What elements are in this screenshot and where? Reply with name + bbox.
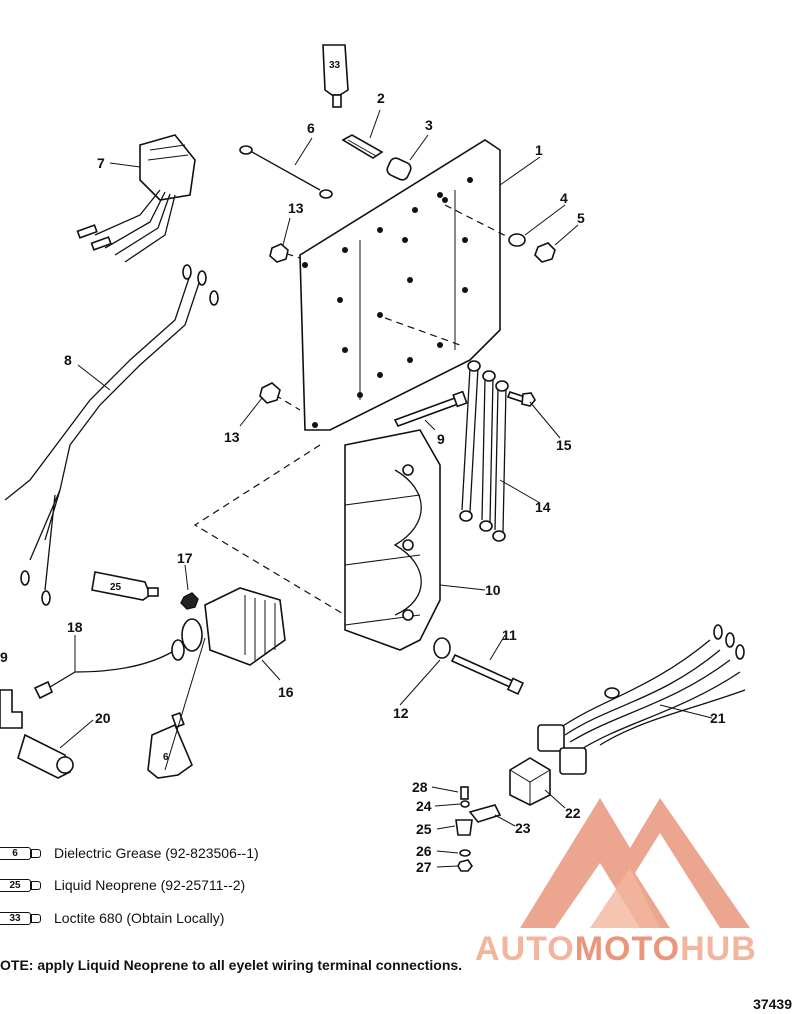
- callout-23: 23: [515, 820, 531, 836]
- callout-14: 14: [535, 499, 551, 515]
- ignition-coil: [171, 587, 286, 666]
- loctite-tube: 33: [322, 44, 349, 108]
- callout-13-upper: 13: [288, 200, 304, 216]
- wordmark-auto: AUTO: [475, 930, 575, 968]
- callout-26: 26: [416, 843, 432, 859]
- svg-text:33: 33: [329, 60, 341, 71]
- tube-icon: 6: [0, 846, 44, 860]
- callout-1: 1: [535, 142, 543, 158]
- callout-3: 3: [425, 117, 433, 133]
- washer-26: [459, 849, 471, 857]
- rectifier: [76, 134, 196, 263]
- harness-21: [537, 624, 746, 775]
- callout-4: 4: [560, 190, 568, 206]
- bolt-11: [450, 653, 525, 696]
- callout-7: 7: [97, 155, 105, 171]
- callout-9: 9: [437, 431, 445, 447]
- callout-20: 20: [95, 710, 111, 726]
- exploded-parts-diagram: 33: [0, 44, 746, 875]
- grease-tube: 6: [147, 711, 193, 779]
- sender: [17, 733, 74, 779]
- svg-text:25: 25: [110, 582, 122, 593]
- callout-17: 17: [177, 550, 193, 566]
- callout-22: 22: [565, 805, 581, 821]
- callout-8: 8: [64, 352, 72, 368]
- nut-13-upper: [269, 243, 289, 263]
- figure-number: 37439: [753, 996, 792, 1012]
- callout-16: 16: [278, 684, 294, 700]
- nut-17: [180, 592, 199, 610]
- legend-item-dielectric-grease: 6 Dielectric Grease (92-823506--1): [0, 845, 259, 861]
- callout-12: 12: [393, 705, 409, 721]
- automotohub-wordmark: AUTOMOTOHUB: [475, 930, 757, 969]
- ground-straps: [459, 360, 509, 542]
- callout-labels: 1 2 3 4 5 6 7 8 9 10 11 12 13 13 14 15 1…: [0, 90, 726, 875]
- screw-15: [506, 391, 536, 407]
- ground-strap: [239, 145, 333, 199]
- legend-text: Dielectric Grease (92-823506--1): [54, 845, 259, 861]
- callout-24: 24: [416, 798, 432, 814]
- callout-21: 21: [710, 710, 726, 726]
- tube-icon: 33: [0, 911, 44, 925]
- plug-9: [0, 689, 23, 729]
- bolt-9: [393, 390, 468, 427]
- neoprene-tube: 25: [91, 571, 159, 601]
- nut: [534, 242, 556, 263]
- callout-27: 27: [416, 859, 432, 875]
- callout-25: 25: [416, 821, 432, 837]
- mounting-plate: [299, 139, 501, 431]
- wordmark-moto: MOTO: [574, 930, 681, 968]
- callout-6: 6: [307, 120, 315, 136]
- legend-text: Loctite 680 (Obtain Locally): [54, 910, 225, 926]
- callout-28: 28: [412, 779, 428, 795]
- screw-28: [460, 786, 469, 800]
- callout-10: 10: [485, 582, 501, 598]
- washer-12: [433, 637, 451, 659]
- bracket-23: [468, 804, 502, 823]
- stud: [341, 134, 384, 159]
- leader-lines: [59, 109, 713, 868]
- callout-11: 11: [502, 627, 517, 643]
- automotohub-logo: [520, 798, 750, 928]
- callout-13-lower: 13: [224, 429, 240, 445]
- high-tension-lead: [33, 651, 173, 700]
- callout-2: 2: [377, 90, 385, 106]
- washer-24: [460, 800, 470, 808]
- legend-text: Liquid Neoprene (92-25711--2): [54, 877, 246, 893]
- legend-item-liquid-neoprene: 25 Liquid Neoprene (92-25711--2): [0, 877, 245, 893]
- note-text: OTE: apply Liquid Neoprene to all eyelet…: [0, 957, 463, 973]
- legend-item-loctite: 33 Loctite 680 (Obtain Locally): [0, 910, 224, 926]
- wordmark-hub: HUB: [680, 930, 757, 968]
- spacer: [386, 157, 412, 181]
- callout-9-left: 9: [0, 649, 8, 665]
- washer: [508, 233, 526, 247]
- nut-13-lower: [259, 382, 281, 404]
- tube-icon: 25: [0, 878, 44, 892]
- callout-18: 18: [67, 619, 83, 635]
- switch-box-bracket: [344, 429, 441, 651]
- grommet-25: [455, 819, 473, 836]
- svg-text:6: 6: [163, 752, 169, 763]
- wiring-harness: [4, 264, 219, 606]
- callout-5: 5: [577, 210, 585, 226]
- callout-15: 15: [556, 437, 572, 453]
